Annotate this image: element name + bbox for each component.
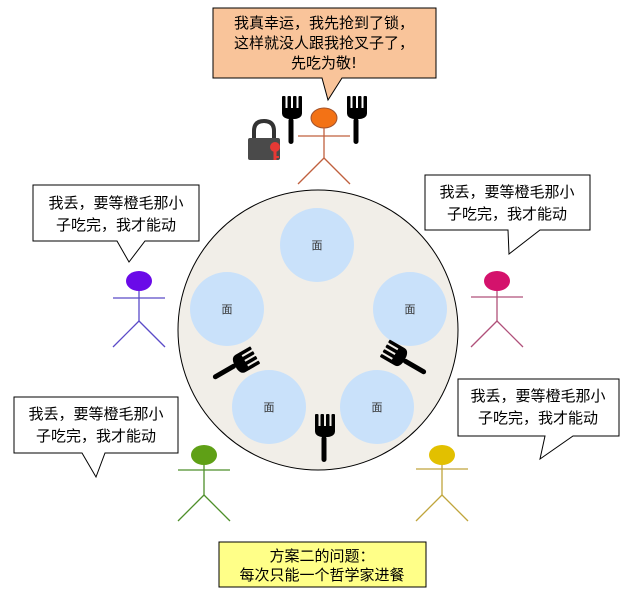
right-held-fork-icon — [347, 96, 367, 144]
philosopher-head — [429, 445, 455, 465]
philosopher-head — [310, 107, 338, 129]
top-bubble-line-1: 我真幸运，我先抢到了锁， — [234, 14, 414, 32]
plate-bottom-left: 面 — [232, 370, 306, 444]
bubble-right-bottom-line-2: 子吃完，我才能动 — [478, 409, 598, 427]
plate-bottom-right-label: 面 — [372, 401, 383, 414]
left-held-fork-icon — [282, 96, 302, 144]
plate-right-label: 面 — [405, 303, 416, 316]
caption-line-2: 每次只能一个哲学家进餐 — [239, 566, 404, 584]
bubble-left-bottom-line-2: 子吃完，我才能动 — [36, 427, 156, 445]
philosopher-magenta — [470, 271, 524, 348]
plate-left: 面 — [190, 272, 264, 346]
top-bubble-shape — [212, 7, 437, 102]
plate-top: 面 — [280, 208, 354, 282]
philosopher-body — [112, 291, 166, 348]
philosopher-body — [297, 128, 351, 185]
plate-bottom-right: 面 — [340, 370, 414, 444]
top-bubble-line-3: 先吃为敬! — [291, 54, 357, 72]
bubble-right-top-line-1: 我丢，要等橙毛那小 — [439, 183, 574, 201]
plate-left-label: 面 — [222, 303, 233, 316]
philosopher-purple — [112, 271, 166, 348]
bubble-right-bottom-line-1: 我丢，要等橙毛那小 — [470, 387, 605, 405]
caption-background — [218, 541, 427, 588]
top-speech-bubble: 我真幸运，我先抢到了锁， 这样就没人跟我抢叉子了， 先吃为敬! — [212, 7, 437, 102]
philosopher-green — [177, 445, 231, 522]
bubble-right-top-line-2: 子吃完，我才能动 — [447, 205, 567, 223]
speech-bubble-right-top: 我丢，要等橙毛那小 子吃完，我才能动 — [424, 174, 591, 255]
plate-right: 面 — [373, 272, 447, 346]
plates: 面 面 面 面 面 — [190, 208, 447, 444]
caption-line-1: 方案二的问题： — [269, 547, 374, 565]
plate-top-label: 面 — [312, 239, 323, 252]
bubble-left-top-line-1: 我丢，要等橙毛那小 — [48, 194, 183, 212]
philosopher-yellow — [415, 445, 469, 522]
philosopher-body — [415, 465, 469, 522]
philosopher-orange — [282, 96, 367, 185]
bubble-left-top-line-2: 子吃完，我才能动 — [56, 216, 176, 234]
plate-bottom-left-label: 面 — [264, 401, 275, 414]
top-bubble-line-2: 这样就没人跟我抢叉子了， — [234, 34, 414, 52]
speech-bubble-left-top: 我丢，要等橙毛那小 子吃完，我才能动 — [32, 184, 200, 263]
bubble-left-bottom-line-1: 我丢，要等橙毛那小 — [28, 405, 163, 423]
caption-box: 方案二的问题： 每次只能一个哲学家进餐 — [218, 541, 427, 588]
philosopher-body — [177, 465, 231, 522]
speech-bubble-left-bottom: 我丢，要等橙毛那小 子吃完，我才能动 — [13, 396, 179, 479]
speech-bubble-right-bottom: 我丢，要等橙毛那小 子吃完，我才能动 — [457, 378, 620, 461]
philosopher-head — [484, 271, 510, 291]
philosopher-head — [191, 445, 217, 465]
lock-icon — [248, 118, 280, 160]
philosopher-body — [470, 291, 524, 348]
philosopher-head — [126, 271, 152, 291]
